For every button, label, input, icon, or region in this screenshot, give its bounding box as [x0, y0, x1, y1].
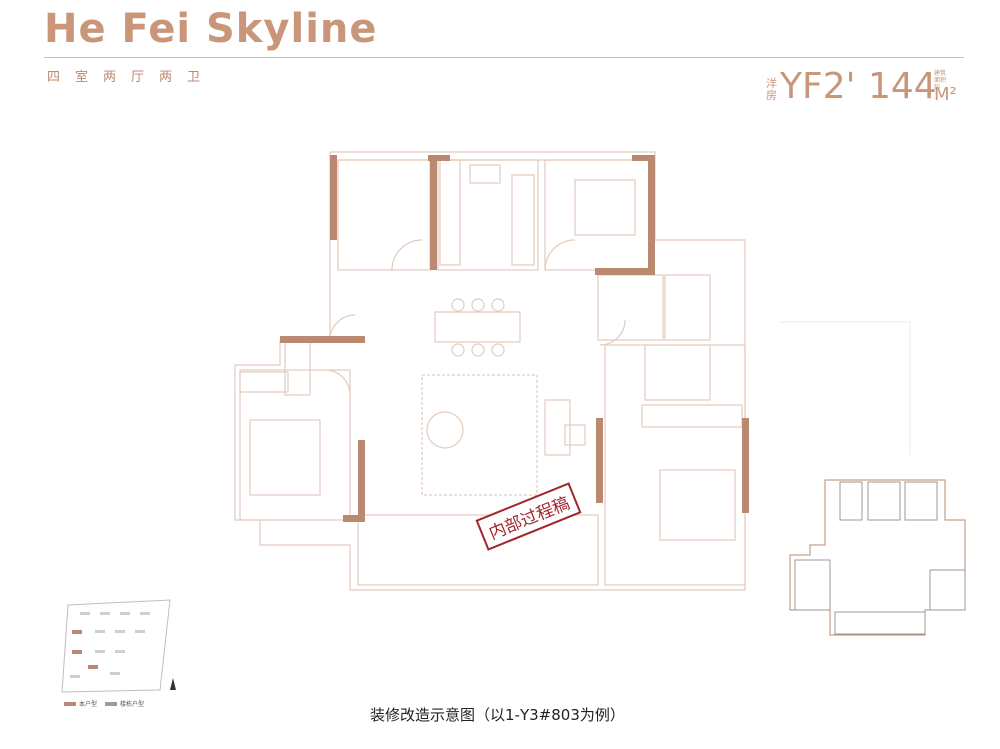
- plan-caption: 装修改造示意图（以1-Y3#803为例）: [370, 706, 625, 724]
- side-table: [564, 424, 586, 446]
- room-study: [337, 159, 431, 271]
- bed-left: [249, 419, 321, 496]
- room-bath-1b: [664, 274, 711, 341]
- chair-6: [491, 343, 505, 357]
- unit-area: 144: [868, 66, 937, 107]
- chair-4: [451, 343, 465, 357]
- door-swing-2: [544, 239, 576, 271]
- unit-code: YF2': [780, 66, 856, 107]
- exterior-line: [780, 321, 911, 455]
- page-title: He Fei Skyline: [44, 6, 378, 52]
- unit-type-badge: 洋房 YF2' 144 建筑面积约 M²: [766, 66, 966, 110]
- room-bedroom-top: [544, 159, 651, 271]
- title-divider: [44, 57, 964, 58]
- legend-label-own: 本户型: [79, 701, 98, 708]
- unit-area-unit: M²: [934, 84, 957, 105]
- room-master-bedroom: [604, 344, 746, 586]
- legend: 本户型 楼栋户型: [64, 699, 144, 708]
- chair-3: [491, 298, 505, 312]
- legend-swatch-own: [64, 701, 76, 706]
- room-kitchen: [437, 159, 539, 271]
- layout-subtitle: 四室两厅两卫: [47, 70, 216, 85]
- counter-right: [511, 174, 535, 266]
- site-plan: [61, 599, 176, 693]
- sink: [469, 164, 501, 184]
- unit-category: 洋房: [766, 77, 777, 102]
- bed-master: [659, 469, 736, 541]
- legend-label-building: 楼栋户型: [119, 701, 144, 708]
- bed-top: [574, 179, 636, 236]
- inner-lines: [337, 159, 648, 271]
- tv-cabinet: [544, 399, 571, 456]
- counter-left: [439, 159, 461, 266]
- door-swing-4: [599, 319, 626, 346]
- chair-2: [471, 298, 485, 312]
- key-plan: [789, 479, 966, 636]
- structural-walls: [280, 155, 749, 522]
- room-balcony: [357, 514, 599, 586]
- legend-swatch-building: [104, 701, 117, 706]
- room-bath-1: [597, 274, 664, 341]
- wardrobe-left: [239, 371, 289, 393]
- dining-table: [434, 311, 521, 343]
- wardrobe-left-2: [284, 339, 311, 396]
- door-swing-1: [391, 239, 423, 271]
- round-table: [426, 411, 464, 449]
- rug: [421, 374, 538, 496]
- unit-area-note: 建筑面积约: [934, 70, 947, 91]
- plan-outline: [234, 151, 746, 591]
- room-bath-2: [644, 344, 711, 401]
- room-bedroom-left: [239, 369, 351, 521]
- wardrobe-master: [641, 404, 743, 428]
- chair-5: [471, 343, 485, 357]
- door-swing-5: [324, 369, 351, 396]
- chair-1: [451, 298, 465, 312]
- north-arrow-icon: [170, 678, 176, 690]
